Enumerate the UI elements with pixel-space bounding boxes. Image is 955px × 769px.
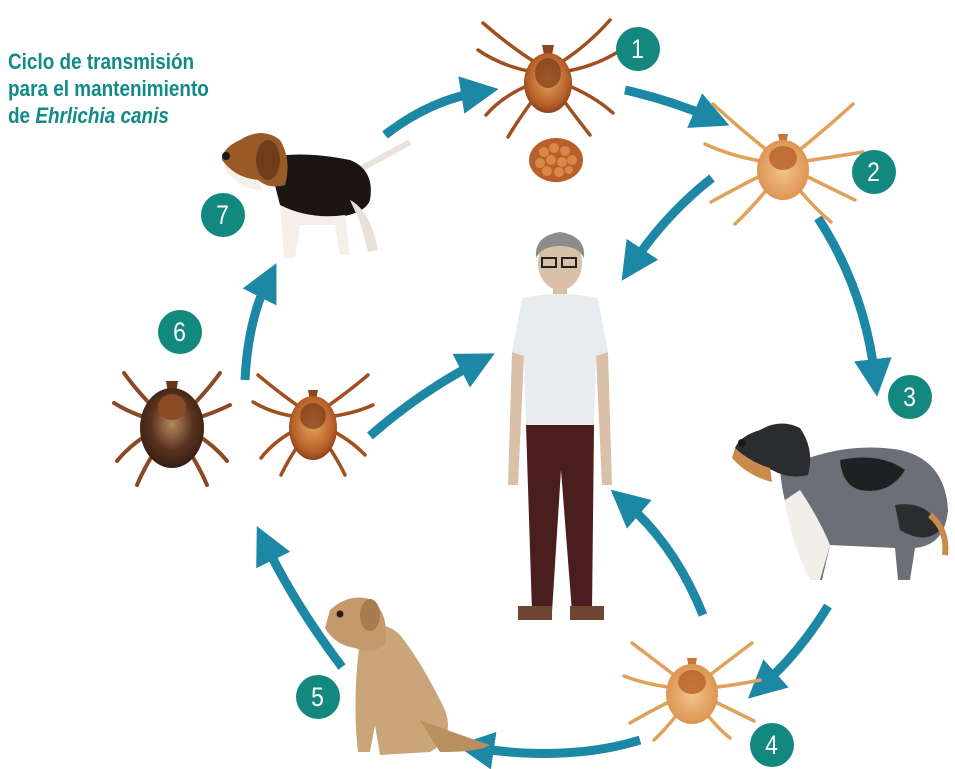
nymph-tick-icon [624,643,760,740]
arrow-7-to-1 [385,92,480,135]
australian-shepherd-icon [732,423,948,580]
arrow-4-to-human [625,502,703,615]
arrow-1-to-2 [625,90,712,118]
arrow-2-to-human [632,178,712,265]
human-figure-icon [508,232,612,620]
adult-tick-icon [478,20,616,137]
arrow-6-to-7 [245,280,268,380]
arrow-6-to-human [370,362,478,436]
step-number-5: 5 [296,675,340,719]
engorged-tick-icon [114,373,230,485]
arrow-3-to-4 [762,606,828,686]
sitting-dog-icon [325,598,490,755]
beagle-icon [222,133,410,258]
step-number-7: 7 [201,193,245,237]
tick-eggs-icon [529,138,583,182]
step-number-3: 3 [888,375,932,419]
adult-tick-icon [253,375,373,475]
step-number-2: 2 [852,150,896,194]
larva-tick-icon [705,104,863,224]
arrow-5-to-6 [265,543,342,667]
step-number-6: 6 [158,310,202,354]
arrow-4-to-5 [475,740,640,753]
step-number-1: 1 [616,27,660,71]
step-number-4: 4 [750,723,794,767]
arrow-2-to-3 [818,218,875,378]
